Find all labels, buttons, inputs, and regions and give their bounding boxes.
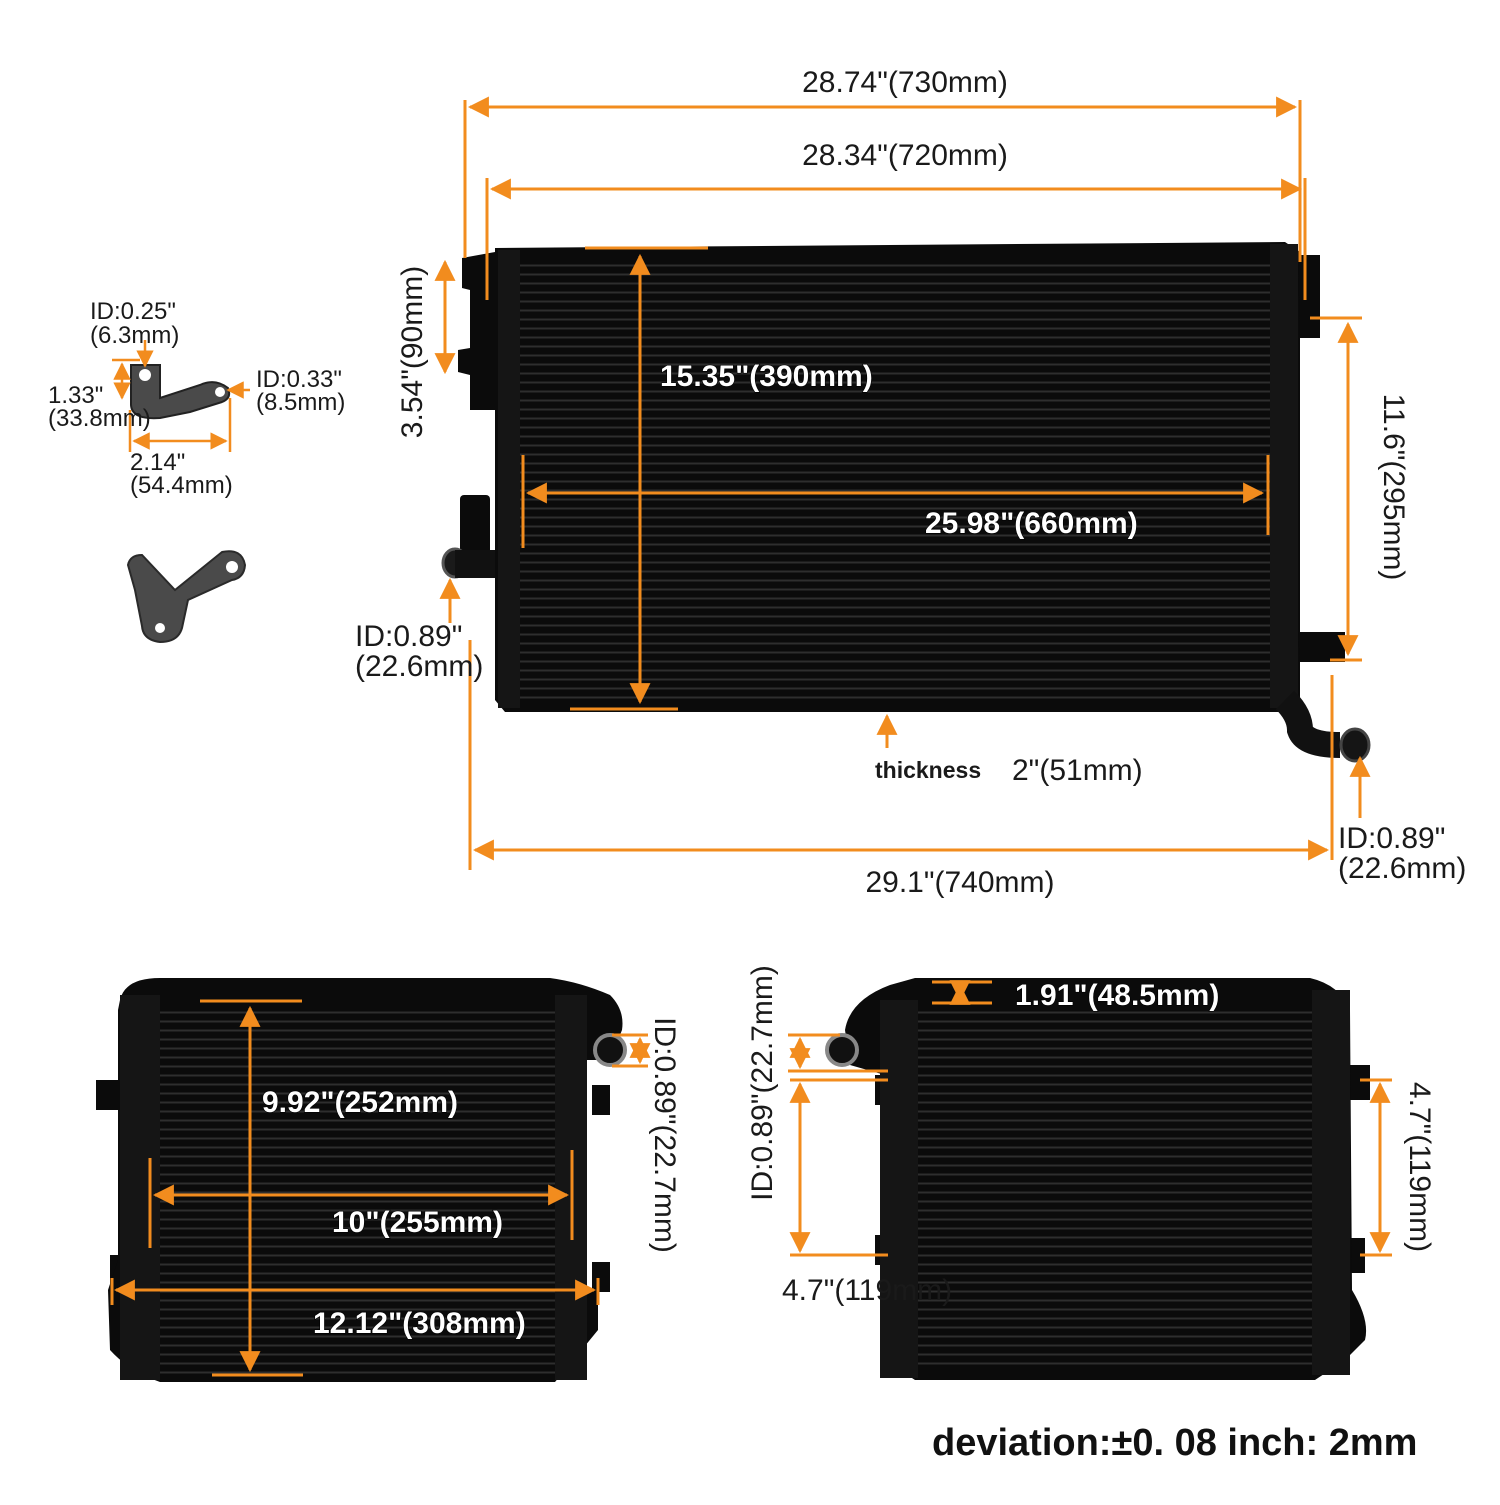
- right-aux-cooler: [825, 978, 1370, 1380]
- bracket-id-small-line2: (6.3mm): [90, 322, 179, 349]
- core-width-inner-label: 25.98"(660mm): [925, 507, 1138, 540]
- inlet-id-line2: (22.6mm): [355, 650, 483, 683]
- deviation-note: deviation:±0. 08 inch: 2mm: [932, 1422, 1418, 1464]
- main-dimension-lines: [434, 96, 1371, 870]
- inlet-id-line1: ID:0.89": [355, 620, 462, 653]
- bracket-id-large-line2: (8.5mm): [256, 389, 345, 416]
- right-cooler-mount-spacing-label: 4.7"(119mm): [1403, 1082, 1436, 1252]
- left-cooler-dimension-lines: [110, 999, 651, 1377]
- bracket-dimension-labels: ID:0.25" (6.3mm) 1.33" (33.8mm) ID:0.33"…: [48, 298, 345, 499]
- left-cooler-port-id-label: ID:0.89"(22.7mm): [648, 1017, 681, 1253]
- bracket-length-line2: (54.4mm): [130, 472, 233, 499]
- left-cooler-height-label: 9.92"(252mm): [262, 1086, 458, 1119]
- right-cooler-port-offset-label: 1.91"(48.5mm): [1015, 979, 1219, 1012]
- bracket-length-line1: 2.14": [130, 449, 185, 476]
- mount-spacing-label: 11.6"(295mm): [1377, 394, 1410, 581]
- overall-width-top-label: 28.74"(730mm): [802, 66, 1008, 99]
- left-cooler-core-width-label: 10"(255mm): [332, 1206, 503, 1239]
- thickness-label: thickness: [875, 757, 981, 783]
- left-cooler-overall-width-label: 12.12"(308mm): [313, 1307, 526, 1340]
- bracket-height-line2: (33.8mm): [48, 405, 151, 432]
- right-cooler-port-id-label: ID:0.89"(22.7mm): [746, 965, 779, 1201]
- left-cooler-labels: 9.92"(252mm) 10"(255mm) 12.12"(308mm) ID…: [261, 1017, 681, 1340]
- main-dimension-labels: 28.74"(730mm) 28.34"(720mm) 3.54"(90mm) …: [355, 66, 1466, 899]
- main-radiator: [441, 242, 1371, 763]
- bracket-height-line1: 1.33": [48, 382, 103, 409]
- right-cooler-labels: 1.91"(48.5mm) ID:0.89"(22.7mm) 4.7"(119m…: [746, 965, 1436, 1307]
- bracket-id-small-line1: ID:0.25": [90, 298, 176, 325]
- outlet-id-line1: ID:0.89": [1338, 822, 1445, 855]
- bracket-photo: [126, 550, 247, 644]
- bracket-height-label: 3.54"(90mm): [396, 266, 429, 438]
- thickness-value: 2"(51mm): [1012, 754, 1143, 787]
- right-cooler-dimension-lines: [788, 980, 1392, 1257]
- left-mount-spacing-label: 4.7"(119mm): [782, 1274, 952, 1307]
- core-height-label: 15.35"(390mm): [660, 360, 873, 393]
- outlet-id-line2: (22.6mm): [1338, 852, 1466, 885]
- bracket-dimension-part: [112, 340, 250, 452]
- core-width-top-label: 28.34"(720mm): [802, 139, 1008, 172]
- overall-width-bottom-label: 29.1"(740mm): [865, 866, 1054, 899]
- bracket-id-large-line1: ID:0.33": [256, 366, 342, 393]
